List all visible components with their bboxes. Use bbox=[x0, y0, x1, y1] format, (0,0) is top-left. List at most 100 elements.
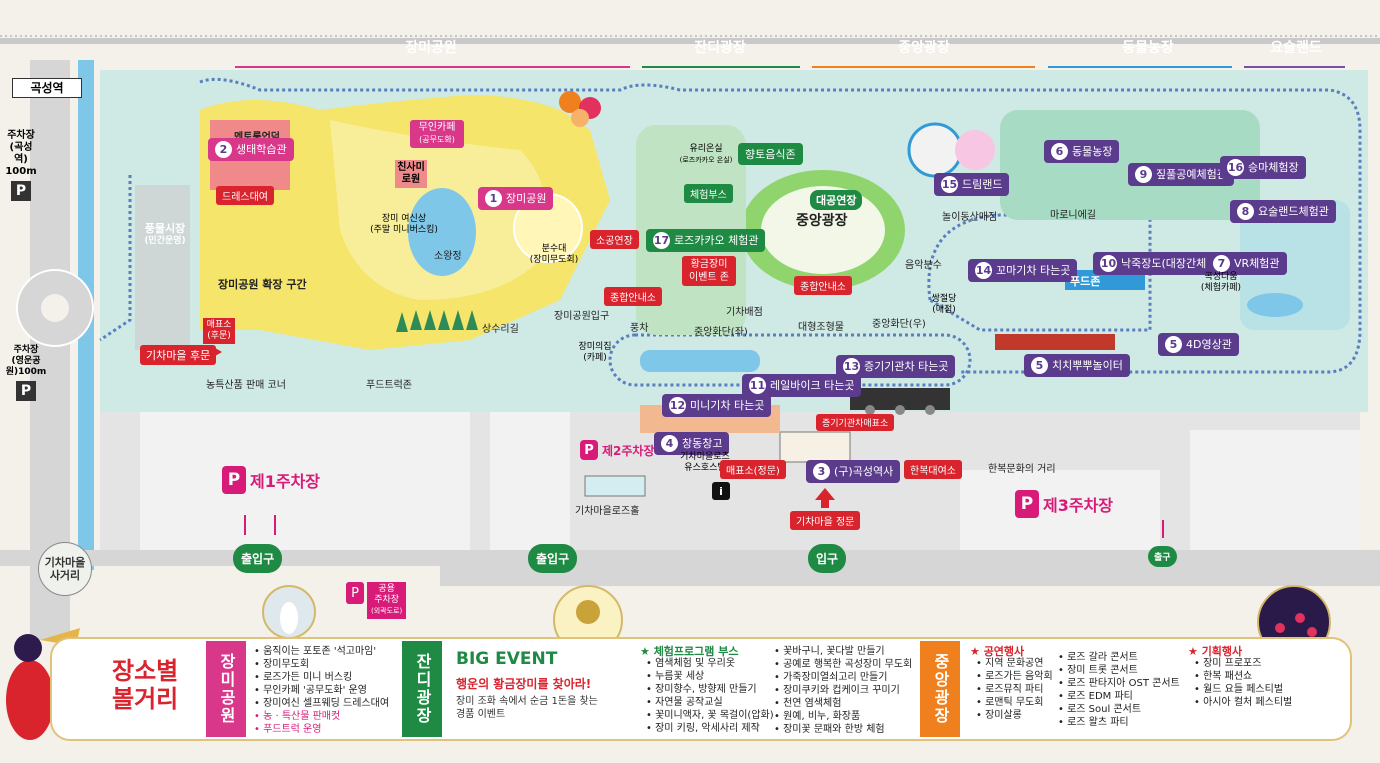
desc-line: 장미 조화 속에서 순금 1돈을 찾는 bbox=[456, 696, 598, 707]
big-stage-tag[interactable]: 대공연장 bbox=[810, 190, 863, 210]
foodzone-label[interactable]: 푸드존 bbox=[1070, 275, 1101, 288]
exp-item: 공예로 행복한 곡성장미 무도회 bbox=[774, 658, 912, 671]
exp-item: 장미쿠키와 컵케이크 꾸미기 bbox=[774, 684, 912, 697]
poi-number: 8 bbox=[1237, 203, 1254, 220]
golden-label: 황금장미 bbox=[690, 259, 728, 270]
zone-central-plaza[interactable]: 중앙광장 bbox=[876, 34, 972, 60]
section-rose-head: 장미공원 bbox=[206, 641, 246, 737]
ticket-back[interactable]: 매표소 (후문) bbox=[203, 318, 235, 344]
exp-cafe-label: 곡성다움 bbox=[1204, 272, 1238, 282]
poi-number: 6 bbox=[1051, 143, 1068, 160]
main-ticket-office[interactable]: 매표소(정문) bbox=[720, 460, 786, 479]
parking-yeongun[interactable]: 주차장 (영운공원)100m P bbox=[2, 345, 50, 404]
poi-label: 생태학습관 bbox=[236, 143, 287, 156]
hostel-sub: 유스호스텔 bbox=[684, 463, 726, 473]
glass-greenhouse[interactable]: 유리온실 (로즈카카오 온실) bbox=[676, 144, 736, 166]
zone-animal-farm[interactable]: 동물농장 bbox=[1100, 34, 1196, 60]
parking-title: 주차장 bbox=[13, 345, 39, 355]
railroad-top bbox=[0, 35, 1380, 44]
zone-label: 요술랜드 bbox=[1270, 40, 1322, 56]
rose-house-cafe[interactable]: 장미의집 (카페) bbox=[570, 342, 620, 364]
poi-number: 1 bbox=[485, 190, 502, 207]
experience-list-2: 꽃바구니, 꽃다발 만들기 공예로 행복한 곡성장미 무도회 가죽장미열쇠고리 … bbox=[774, 645, 912, 736]
gate-entrance-1[interactable]: 출입구 bbox=[233, 544, 283, 573]
parking-icon: P bbox=[1015, 490, 1039, 518]
hanbok-street-label: 한복문화의 거리 bbox=[988, 464, 1056, 475]
public-parking[interactable]: P 공용 주차장 (외곽도로) bbox=[346, 582, 407, 619]
golden-rose-event-zone[interactable]: 황금장미 이벤트 존 bbox=[682, 256, 736, 286]
dress-rental-tag[interactable]: 드레스대여 bbox=[216, 186, 274, 205]
windmill-label: 풍차 bbox=[630, 323, 649, 334]
train-village-intersection[interactable]: 기차마을 사거리 bbox=[38, 542, 92, 596]
experience-booth[interactable]: 체험부스 bbox=[684, 184, 733, 203]
maze-garden[interactable]: 친사미로원 bbox=[395, 160, 427, 188]
hanbok-rental[interactable]: 한복대여소 bbox=[904, 460, 962, 479]
parking-gokseong[interactable]: 주차장 (곡성역) 100m P bbox=[4, 130, 38, 204]
ticket-sub: (후문) bbox=[207, 331, 231, 341]
hostel-label: 기차마을로즈 bbox=[680, 452, 730, 462]
kicha-tower-label: 기차배점 bbox=[726, 307, 763, 318]
farm-store-label: 농특산품 판매 코너 bbox=[206, 380, 286, 391]
gate-entrance-2[interactable]: 출입구 bbox=[528, 544, 578, 573]
zone-lawn-plaza[interactable]: 잔디광장 bbox=[672, 34, 768, 60]
small-stage-tag[interactable]: 소공연장 bbox=[590, 230, 639, 249]
rosehall-building bbox=[584, 475, 646, 497]
perf-item: 장미 트롯 콘서트 bbox=[1058, 664, 1180, 677]
gate-main-entrance[interactable]: 입구 bbox=[808, 544, 847, 573]
info-icon[interactable]: i bbox=[712, 482, 730, 500]
greenhouse-sub: (로즈카카오 온실) bbox=[679, 156, 733, 164]
unmanned-cafe[interactable]: 무인카페 (공무도화) bbox=[410, 120, 464, 148]
pungmul-market[interactable]: 풍물시장 (민간운영) bbox=[140, 222, 190, 248]
rose-goddess-statue[interactable]: 장미 여신상 (주말 미니버스킹) bbox=[364, 214, 444, 236]
intersection-label: 기차마을 bbox=[44, 556, 86, 569]
gokseong-exp-cafe[interactable]: 곡성다움 (체험카페) bbox=[1198, 272, 1244, 294]
fountain-stage[interactable]: 분수대 (장미무도회) bbox=[524, 244, 584, 266]
zone-label: 동물농장 bbox=[1122, 40, 1174, 56]
mentor-hill-label: 멘토룸언덕 bbox=[234, 128, 280, 143]
big-event-sub: 행운의 황금장미를 찾아라! bbox=[456, 677, 592, 691]
local-food-zone[interactable]: 향토음식존 bbox=[738, 143, 803, 165]
info-center-right[interactable]: 종합안내소 bbox=[794, 276, 852, 295]
zone-magic-land[interactable]: 요술랜드 bbox=[1248, 34, 1344, 60]
parking-icon: P bbox=[580, 440, 598, 460]
poi-number: 5 bbox=[1165, 336, 1182, 353]
exp-item: 꽃미니액자, 꽃 목걸이(압화) bbox=[646, 709, 774, 722]
rose-entrance-label: 장미공원입구 bbox=[554, 311, 610, 322]
info-center-left[interactable]: 종합안내소 bbox=[604, 287, 662, 306]
experience-title: ★ 체험프로그램 부스 bbox=[640, 645, 739, 658]
pungmul-building bbox=[135, 185, 190, 350]
zone-rose-park[interactable]: 장미공원 bbox=[372, 34, 490, 60]
gate-exit[interactable]: 출구 bbox=[1148, 546, 1177, 567]
exp-cafe-sub: (체험카페) bbox=[1200, 283, 1242, 293]
poi-label: 짚풀공예체험관 bbox=[1156, 168, 1227, 181]
steam-ticket-office[interactable]: 증기기관차매표소 bbox=[816, 414, 895, 431]
golden-sub: 이벤트 존 bbox=[689, 272, 729, 283]
ssangjeol-shop[interactable]: 쌍절당 (매점) bbox=[924, 294, 964, 316]
youth-hostel[interactable]: 기차마을로즈 유스호스텔 bbox=[660, 452, 750, 474]
train-village-main-gate[interactable]: 기차마을 정문 bbox=[790, 511, 861, 530]
central-flowerbed-left: 중앙화단(좌) bbox=[694, 327, 748, 338]
poi-label: 미니기차 타는곳 bbox=[690, 399, 765, 412]
train-village-back-gate[interactable]: 기차마을 후문 bbox=[140, 345, 217, 365]
poi-3-old-station[interactable]: 3(구)곡성역사 bbox=[806, 460, 901, 483]
